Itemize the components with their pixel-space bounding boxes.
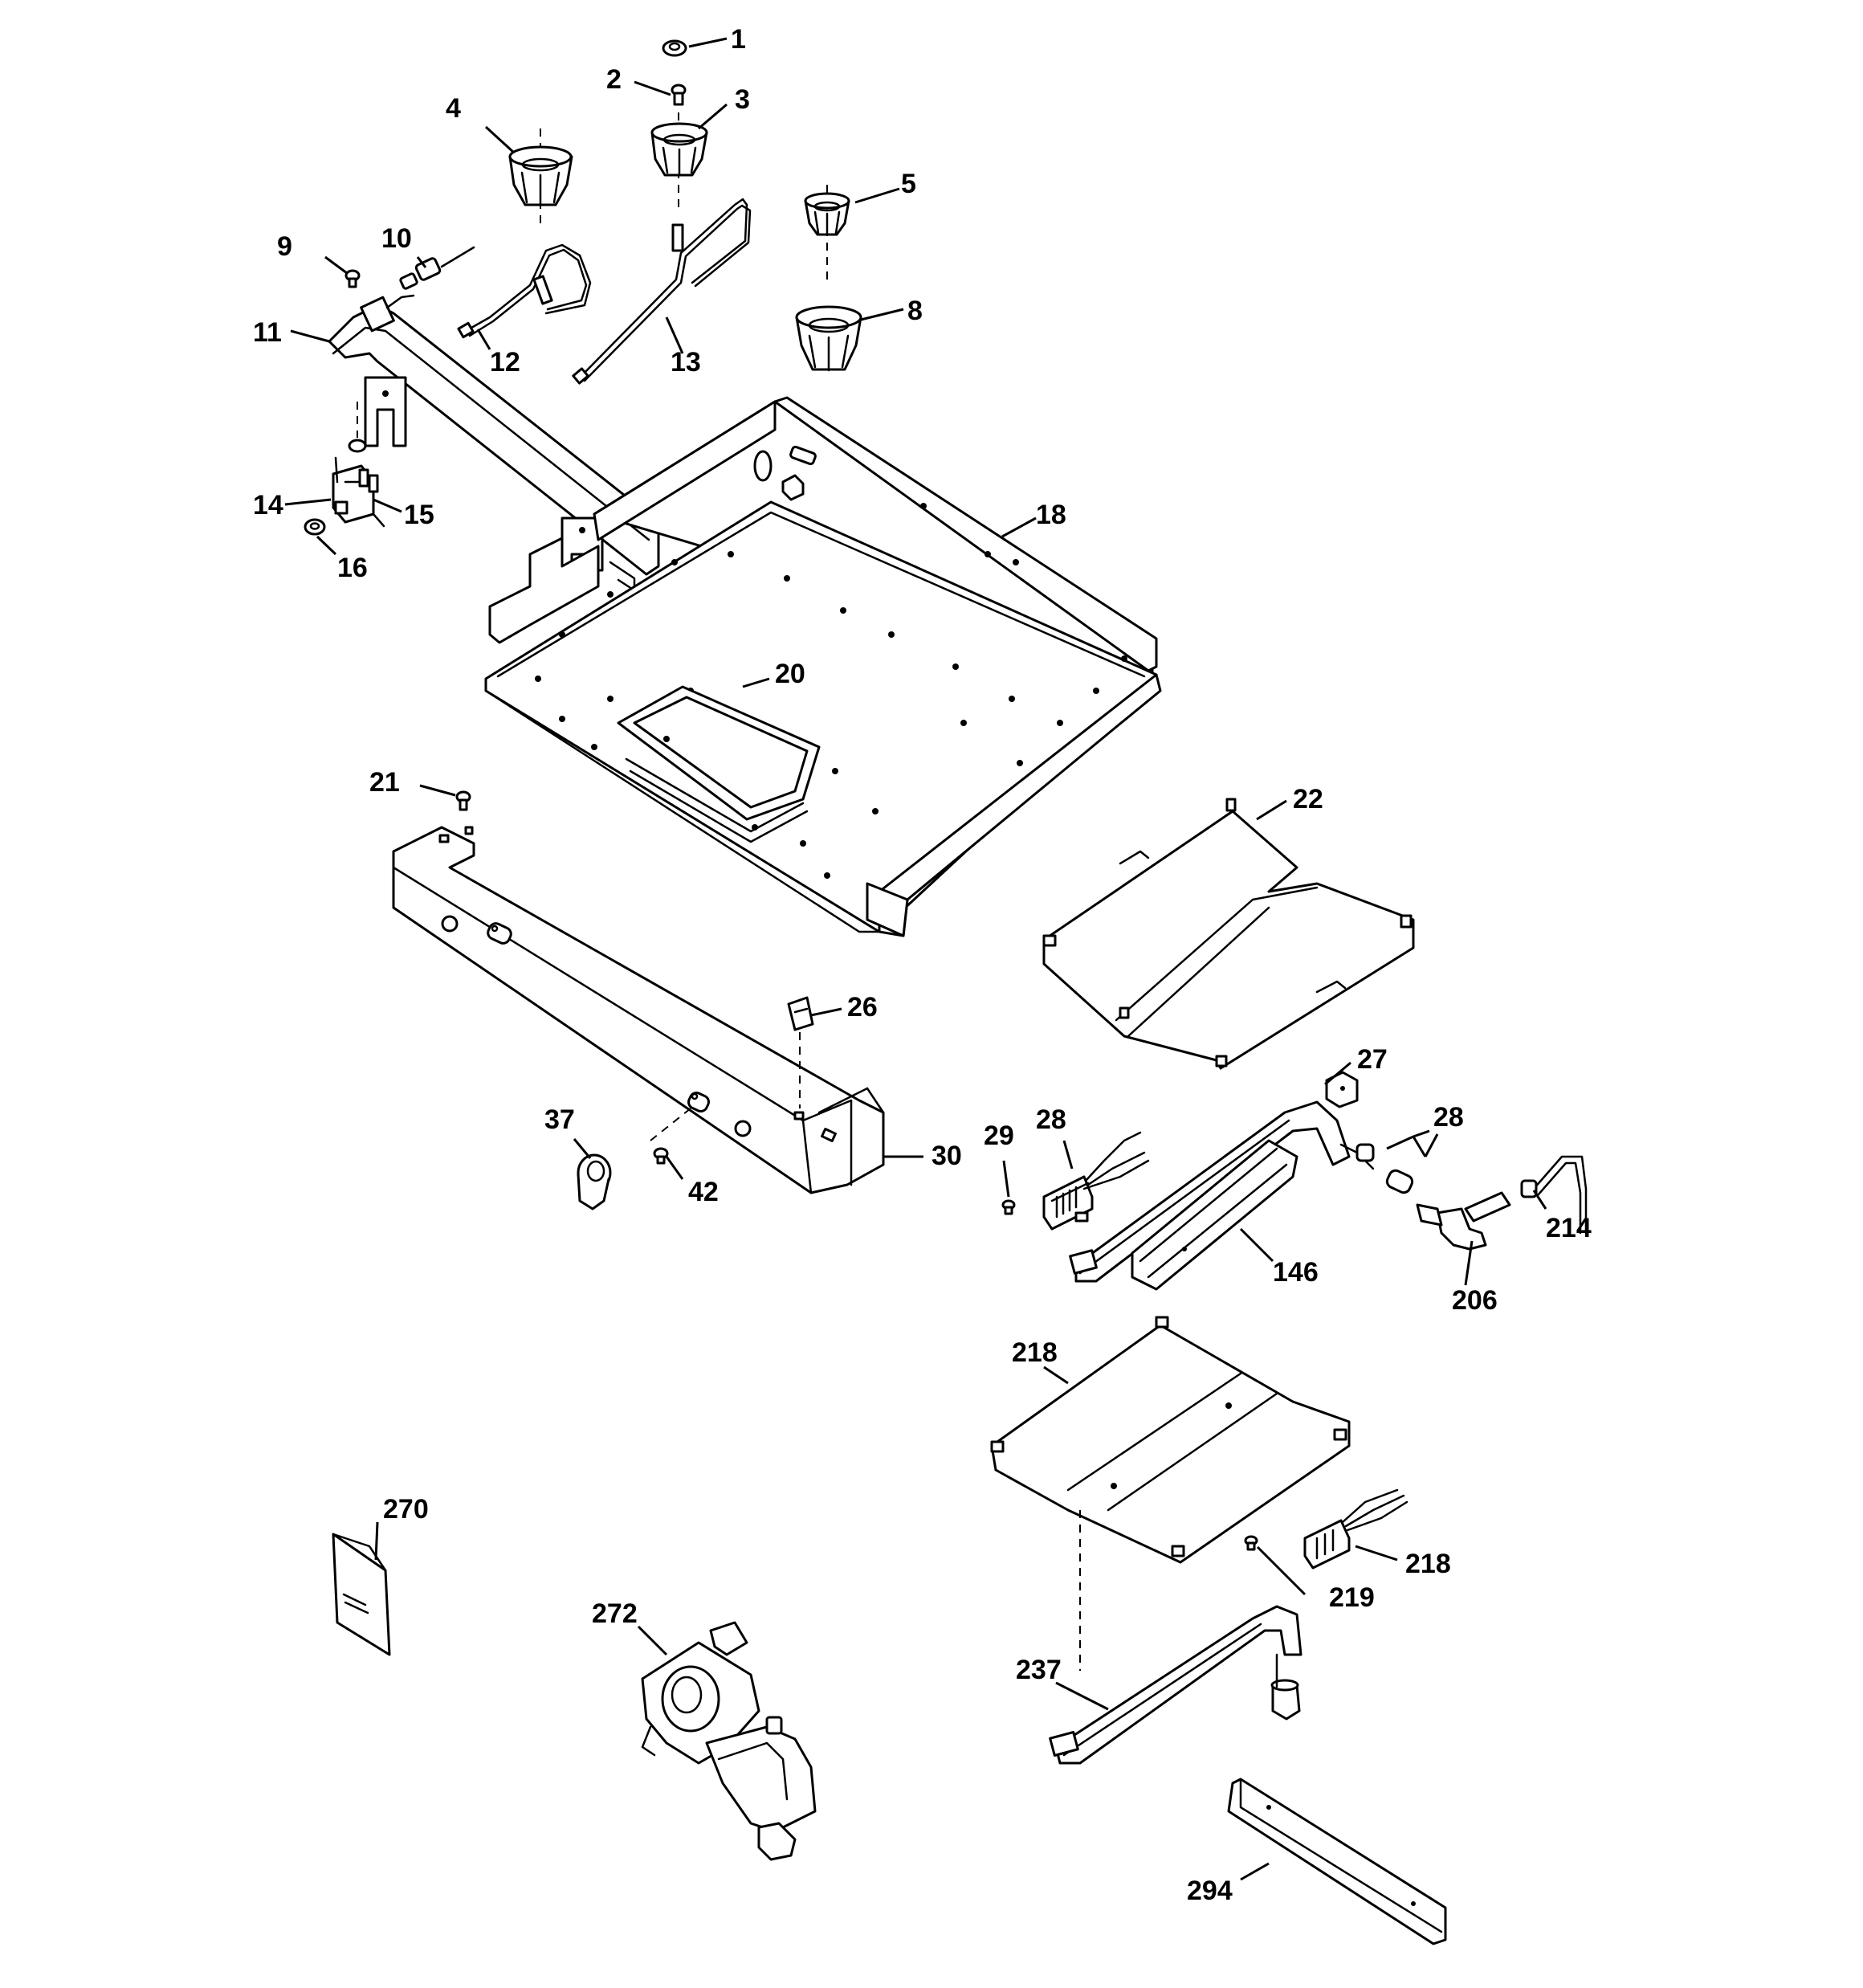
callout-218-lower: 218 bbox=[1405, 1549, 1451, 1579]
callout-294: 294 bbox=[1187, 1876, 1233, 1906]
callout-37: 27 bbox=[1357, 1044, 1388, 1075]
callout-27: 214 bbox=[1546, 1213, 1592, 1243]
callout-218-upper: 28 bbox=[1036, 1104, 1066, 1135]
part-294-bracket bbox=[1227, 1778, 1447, 1945]
callout-12: 14 bbox=[253, 490, 283, 520]
part-10-burner-head bbox=[804, 185, 850, 285]
part-1-literature bbox=[332, 1533, 391, 1656]
callout-15: 15 bbox=[404, 500, 434, 530]
callout-20: 13 bbox=[671, 347, 701, 378]
part-11-burner-head bbox=[650, 112, 708, 209]
callout-13: 4 bbox=[446, 93, 461, 124]
callout-2: 37 bbox=[544, 1104, 575, 1135]
callout-214: 272 bbox=[592, 1598, 638, 1629]
part-4-nut bbox=[662, 39, 687, 57]
callout-16: 8 bbox=[907, 296, 923, 326]
callout-29: 206 bbox=[1452, 1285, 1498, 1316]
part-214-valve bbox=[641, 1621, 817, 1861]
callout-237: 10 bbox=[381, 223, 412, 254]
callout-22: 12 bbox=[490, 347, 520, 378]
callout-labels: 1 2 3 4 5 8 9 10 11 12 13 14 15 16 18 20… bbox=[253, 24, 1592, 1906]
part-20-tube bbox=[572, 198, 752, 385]
part-219-shield bbox=[990, 1316, 1351, 1671]
part-8-screw bbox=[650, 1108, 691, 1165]
part-5-manifold-panel bbox=[392, 826, 885, 1194]
part-22-tube bbox=[457, 243, 592, 339]
part-272-shield bbox=[1131, 1139, 1298, 1291]
callout-28-upper: 29 bbox=[984, 1121, 1014, 1151]
callout-219: 218 bbox=[1012, 1337, 1058, 1368]
callout-11: 3 bbox=[735, 84, 750, 115]
callout-9: 18 bbox=[1036, 500, 1066, 530]
part-18-nut bbox=[304, 518, 326, 536]
part-146-clip bbox=[787, 996, 814, 1108]
leader-lines bbox=[284, 37, 1547, 1881]
callout-26: 237 bbox=[1016, 1655, 1062, 1685]
part-26-burner bbox=[1049, 1605, 1302, 1765]
callout-1: 270 bbox=[383, 1494, 429, 1525]
callout-10: 5 bbox=[901, 169, 916, 199]
part-15-switch bbox=[332, 456, 385, 528]
callout-5: 30 bbox=[932, 1141, 962, 1171]
callout-42: 20 bbox=[775, 659, 805, 689]
part-218-igniter-upper bbox=[1042, 1131, 1150, 1231]
callout-272: 146 bbox=[1273, 1257, 1319, 1288]
part-9-burner-box bbox=[484, 396, 1162, 937]
callout-30: 28 bbox=[1433, 1102, 1464, 1133]
part-37-bracket bbox=[1325, 1071, 1359, 1108]
callout-4: 1 bbox=[731, 24, 746, 55]
part-14-manifold bbox=[328, 294, 660, 592]
part-206-screw bbox=[455, 790, 471, 811]
callout-270: 22 bbox=[1293, 784, 1323, 814]
part-21-screw bbox=[344, 269, 361, 288]
part-3-screw bbox=[671, 84, 687, 106]
part-218-igniter-lower bbox=[1303, 1488, 1408, 1570]
part-42-panel bbox=[617, 685, 821, 843]
callout-8: 42 bbox=[688, 1177, 719, 1207]
part-2-knob bbox=[577, 1153, 612, 1210]
part-13-burner-head bbox=[508, 129, 573, 229]
part-27-tube bbox=[1520, 1155, 1588, 1235]
part-28-screw-upper bbox=[1001, 1199, 1016, 1215]
callout-28-lower: 219 bbox=[1329, 1582, 1375, 1613]
callout-21: 9 bbox=[277, 231, 292, 262]
part-270-shield bbox=[1042, 798, 1415, 1070]
part-28-screw-lower bbox=[1244, 1535, 1258, 1551]
part-16-burner-head bbox=[795, 305, 862, 372]
callout-14: 11 bbox=[253, 317, 282, 348]
callout-18: 16 bbox=[337, 553, 368, 583]
manifold-washer bbox=[348, 402, 367, 453]
callout-146: 26 bbox=[847, 992, 878, 1023]
part-29-elbow bbox=[1416, 1191, 1511, 1251]
callout-3: 2 bbox=[606, 64, 622, 95]
callout-206: 21 bbox=[369, 767, 400, 798]
